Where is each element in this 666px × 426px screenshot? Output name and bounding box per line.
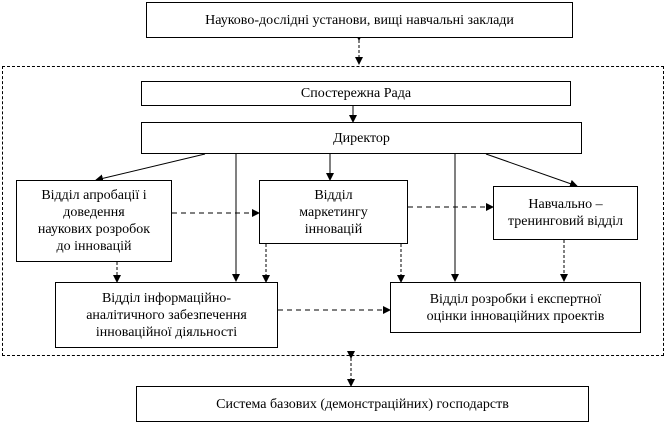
connector-director-approbation [95, 153, 206, 183]
demo-farms-system-box: Система базових (демонстраційних) господ… [136, 386, 589, 422]
approbation-dept-label: Відділ апробації і доведення наукових ро… [37, 188, 151, 254]
development-dept-box: Відділ розробки і експертної оцінки інно… [390, 282, 641, 333]
demo-farms-system-label: Система базових (демонстраційних) господ… [216, 396, 509, 412]
supervisory-board-label: Спостережна Рада [300, 86, 412, 101]
info-analytics-dept-label: Відділ інформаційно- аналітичного забезп… [86, 290, 247, 340]
marketing-dept-box: Відділ маркетингу інновацій [259, 180, 408, 244]
director-box: Директор [141, 122, 582, 154]
director-label: Директор [333, 130, 390, 146]
approbation-dept-box: Відділ апробації і доведення наукових ро… [16, 180, 172, 262]
development-dept-label: Відділ розробки і експертної оцінки інно… [426, 291, 605, 324]
organization-boundary [2, 66, 664, 356]
marketing-dept-label: Відділ маркетингу інновацій [299, 187, 368, 237]
info-analytics-dept-box: Відділ інформаційно- аналітичного забезп… [55, 282, 278, 348]
training-dept-box: Навчально – тренинговий відділ [493, 186, 638, 240]
research-institutions-box: Науково-дослідні установи, вищі навчальн… [146, 2, 573, 38]
connector-director-training [485, 153, 578, 188]
supervisory-board-box: Спостережна Рада [141, 81, 571, 106]
training-dept-label: Навчально – тренинговий відділ [507, 197, 624, 229]
research-institutions-label: Науково-дослідні установи, вищі навчальн… [205, 12, 514, 28]
